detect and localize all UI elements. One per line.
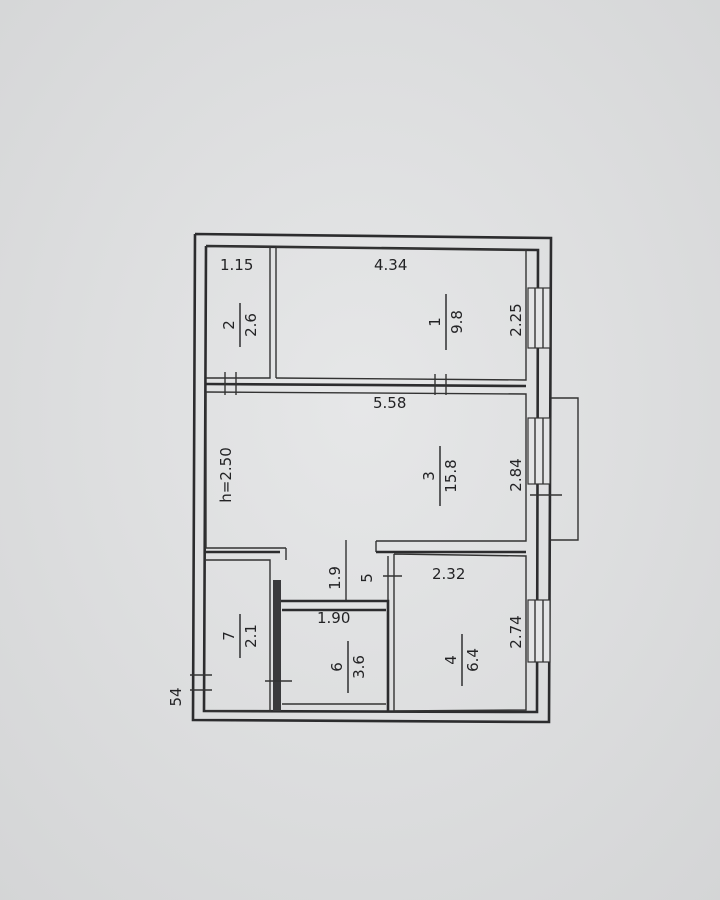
room-2-dim-width: 1.15: [220, 256, 253, 274]
room-3-area: 15.8: [442, 459, 460, 492]
room-6-dim-width: 1.90: [317, 609, 350, 627]
side-note-wrap: 54: [167, 687, 185, 706]
room-7-outline: [206, 559, 271, 712]
room-5-label: 1.9 5: [326, 566, 376, 590]
window-room-3: [527, 417, 551, 485]
room-3-outline-right: [205, 391, 527, 542]
room-1-number: 1: [426, 317, 444, 327]
room-5-walls: [345, 540, 402, 600]
room-1-area: 9.8: [448, 310, 466, 334]
room-6-area: 3.6: [350, 655, 368, 679]
room-1-dim-width: 4.34: [374, 256, 407, 274]
room-2-area: 2.6: [242, 313, 260, 337]
room-4-number: 4: [442, 655, 460, 665]
room-4-area: 6.4: [464, 648, 482, 672]
room-7-label: 7 2.1: [220, 614, 260, 658]
room-7-walls: [190, 559, 271, 712]
room-4-dim-depth: 2.74: [507, 615, 525, 648]
room-4-dim-width: 2.32: [432, 565, 465, 583]
upper-partition: [205, 372, 527, 395]
room-4-label: 4 6.4: [442, 634, 482, 686]
room-1-outline: [275, 246, 527, 381]
room-3-walls: [205, 391, 527, 560]
balcony-outline: [551, 397, 579, 541]
room-7-area: 2.1: [242, 624, 260, 648]
room-2-outline: [205, 245, 271, 379]
room-4-walls: [393, 553, 527, 712]
room-3-dim-depth: 2.84: [507, 458, 525, 491]
outer-wall-outer: [191, 232, 553, 724]
room-3-dim-width: 5.58: [373, 394, 406, 412]
room-2-number: 2: [220, 320, 238, 330]
upper-partition-wall: [205, 382, 527, 388]
room-5-area: 1.9: [326, 566, 344, 590]
room-6-label: 6 3.6: [328, 641, 368, 693]
room-1-dim-depth-wrap: 2.25: [507, 303, 525, 336]
window-room-4: [527, 599, 551, 663]
room-2-label: 2 2.6: [220, 303, 260, 347]
room-1-label: 1 9.8: [426, 294, 466, 350]
room-4-dim-depth-wrap: 2.74: [507, 615, 525, 648]
room-6-number: 6: [328, 662, 346, 672]
windows: [527, 287, 551, 663]
side-note: 54: [167, 687, 185, 706]
room-7-number: 7: [220, 631, 238, 641]
room-1-dim-depth: 2.25: [507, 303, 525, 336]
room-5-number: 5: [358, 573, 376, 583]
ceiling-height-wrap: h=2.50: [217, 447, 235, 502]
room-4-outline: [393, 553, 527, 712]
room-6-outline: [277, 599, 390, 711]
ceiling-height: h=2.50: [217, 447, 235, 502]
room-3-outline-left: [205, 392, 286, 549]
room-1-walls: [275, 246, 527, 381]
room-6-left-wall: [273, 580, 281, 711]
room-3-label: 3 15.8: [420, 446, 460, 506]
room-2-walls: [205, 245, 277, 379]
window-room-1: [527, 287, 551, 349]
room-3-number: 3: [420, 471, 438, 481]
balcony: [530, 397, 579, 541]
room-3-dim-depth-wrap: 2.84: [507, 458, 525, 491]
